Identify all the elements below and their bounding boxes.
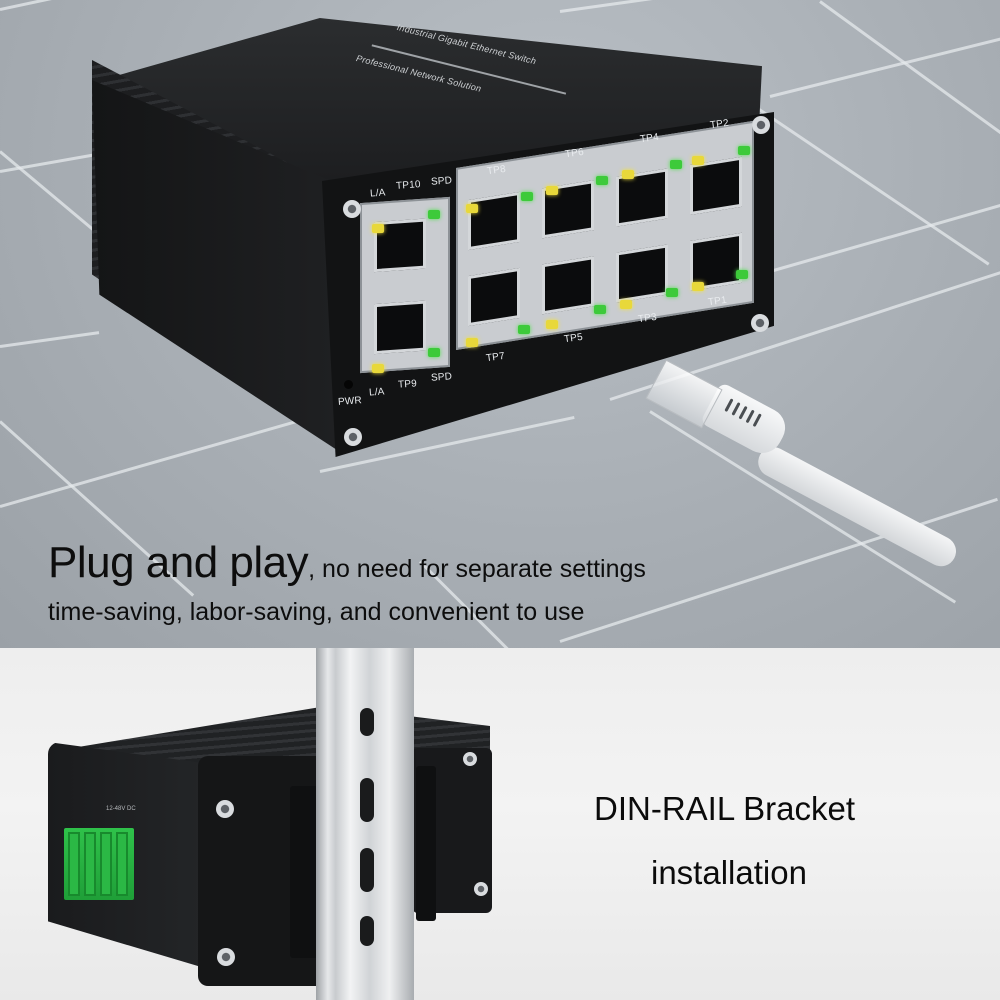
led-la-tp5 bbox=[546, 320, 558, 329]
screw-icon bbox=[752, 116, 770, 134]
top-label-line2: Professional Network Solution bbox=[355, 53, 483, 94]
label-pwr: PWR bbox=[337, 395, 363, 408]
led-spd-tp2 bbox=[738, 146, 750, 155]
ethernet-switch-image: Industrial Gigabit Ethernet Switch Profe… bbox=[92, 18, 774, 457]
led-spd-tp7 bbox=[518, 325, 530, 334]
subline: time-saving, labor-saving, and convenien… bbox=[48, 598, 585, 626]
led-spd-tp5 bbox=[594, 305, 606, 314]
label-spd-bottom: SPD bbox=[430, 371, 453, 384]
din-rail-title: DIN-RAIL Bracket bbox=[594, 790, 856, 827]
boot-grip bbox=[731, 402, 741, 416]
rj45-port-tp7[interactable] bbox=[468, 267, 520, 327]
terminal-slot bbox=[116, 832, 128, 896]
rj45-port-tp3[interactable] bbox=[616, 244, 668, 303]
led-spd-tp3 bbox=[666, 288, 678, 297]
top-label-line1: Industrial Gigabit Ethernet Switch bbox=[395, 21, 538, 67]
din-rail bbox=[316, 648, 414, 1000]
terminal-slot bbox=[100, 832, 112, 896]
rj45-port-tp5[interactable] bbox=[542, 256, 594, 315]
boot-grip bbox=[738, 405, 748, 420]
power-voltage-label: 12-48V DC bbox=[106, 806, 136, 812]
headline: Plug and play, no need for separate sett… bbox=[48, 538, 646, 588]
label-tp10: TP10 bbox=[395, 179, 422, 192]
pwr-led bbox=[344, 380, 353, 389]
led-spd-tp8 bbox=[521, 192, 533, 201]
rj45-port-tp8[interactable] bbox=[468, 191, 520, 251]
label-tp9: TP9 bbox=[397, 378, 418, 391]
screw-icon bbox=[344, 428, 362, 446]
led-la-tp6 bbox=[546, 186, 558, 195]
headline-small: , no need for separate settings bbox=[308, 555, 646, 583]
rail-slot bbox=[360, 916, 374, 946]
label-spd-top: SPD bbox=[430, 175, 453, 188]
led-la-tp3 bbox=[620, 300, 632, 309]
led-la-tp1 bbox=[692, 282, 704, 291]
screw-icon bbox=[751, 314, 769, 332]
led-la-tp4 bbox=[622, 170, 634, 179]
boot-grip bbox=[752, 413, 762, 428]
din-bracket-back bbox=[416, 766, 436, 921]
led-la-tp7 bbox=[466, 338, 478, 347]
rail-slot bbox=[360, 848, 374, 892]
terminal-slot bbox=[84, 832, 96, 896]
screw-icon bbox=[474, 882, 488, 896]
led-spd-tp6 bbox=[596, 176, 608, 185]
screw-icon bbox=[217, 948, 235, 966]
plug-and-play-section: Industrial Gigabit Ethernet Switch Profe… bbox=[0, 0, 1000, 648]
boot-grip bbox=[724, 398, 734, 413]
label-la-bottom: L/A bbox=[368, 386, 385, 399]
headline-large: Plug and play bbox=[48, 538, 309, 587]
led-spd-tp10 bbox=[428, 210, 440, 219]
led-la-tp8 bbox=[466, 204, 478, 213]
led-spd-tp9 bbox=[428, 348, 440, 357]
rj45-port-tp2[interactable] bbox=[690, 156, 742, 215]
led-la-tp10 bbox=[372, 224, 384, 233]
led-la-tp2 bbox=[692, 156, 704, 165]
led-spd-tp4 bbox=[670, 160, 682, 169]
led-la-tp9 bbox=[372, 364, 384, 373]
rail-slot bbox=[360, 778, 374, 822]
led-spd-tp1 bbox=[736, 270, 748, 279]
terminal-slot bbox=[68, 832, 80, 896]
rj45-port-tp9[interactable] bbox=[374, 300, 426, 355]
screw-icon bbox=[343, 200, 361, 218]
din-rail-section: 12-48V DC DIN-RAIL Bracket installation bbox=[0, 648, 1000, 1000]
label-la-top: L/A bbox=[369, 187, 386, 200]
rail-slot bbox=[360, 708, 374, 736]
din-rail-subtitle: installation bbox=[651, 854, 807, 891]
screw-icon bbox=[463, 752, 477, 766]
screw-icon bbox=[216, 800, 234, 818]
power-terminal-block[interactable] bbox=[64, 828, 134, 900]
boot-grip bbox=[745, 409, 755, 424]
